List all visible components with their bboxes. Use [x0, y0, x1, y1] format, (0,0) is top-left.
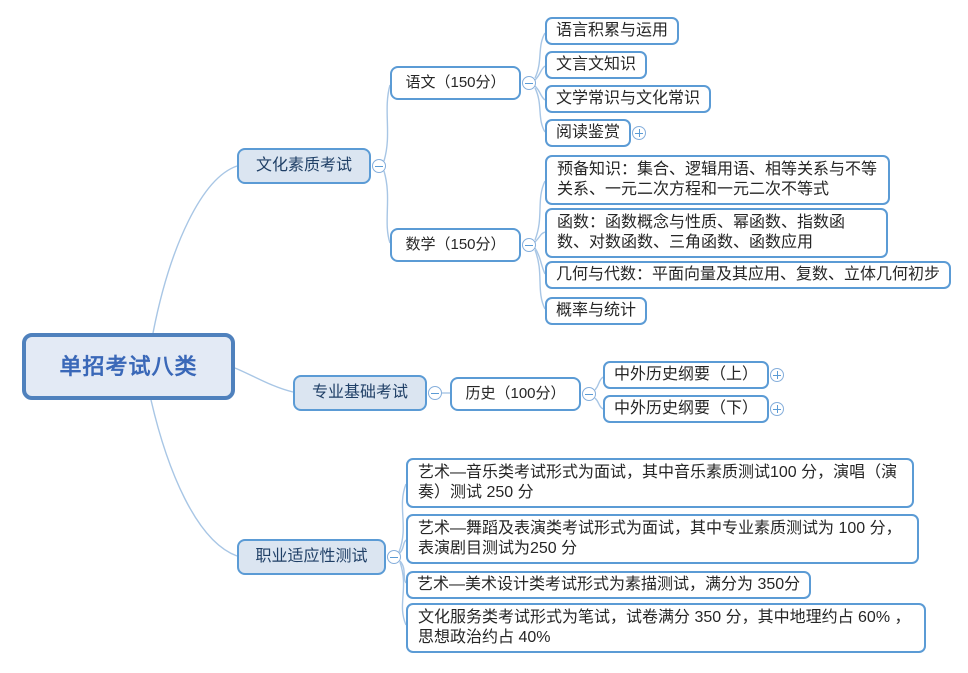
leaf-art-music[interactable]: 艺术—音乐类考试形式为面试，其中音乐素质测试100 分，演唱（演奏）测试 250…	[406, 458, 914, 508]
connector	[534, 32, 546, 79]
leaf-label: 预备知识：集合、逻辑用语、相等关系与不等关系、一元二次方程和一元二次不等式	[557, 161, 878, 198]
connector	[383, 84, 391, 162]
expand-icon[interactable]	[770, 368, 785, 382]
leaf-art-dance-performance[interactable]: 艺术—舞蹈及表演类考试形式为面试，其中专业素质测试为 100 分，表演剧目测试为…	[406, 514, 919, 564]
connector	[398, 539, 407, 555]
collapse-icon[interactable]	[522, 238, 536, 252]
topic-chinese-150[interactable]: 语文（150分）	[390, 66, 536, 100]
connector	[534, 85, 546, 101]
topic-label: 数学（150分）	[405, 235, 506, 253]
leaf-language-accumulation[interactable]: 语言积累与运用	[545, 17, 680, 45]
connector	[150, 399, 238, 557]
branch-label: 文化素质考试	[255, 157, 352, 174]
leaf-label: 语言积累与运用	[556, 22, 669, 39]
leaf-probability-statistics[interactable]: 概率与统计	[545, 297, 648, 325]
topic-label: 语文（150分）	[405, 73, 506, 91]
expand-icon[interactable]	[770, 402, 785, 416]
branch-label: 职业适应性测试	[255, 548, 368, 565]
connector	[534, 247, 546, 275]
leaf-label: 中外历史纲要（下）	[614, 400, 759, 417]
collapse-icon[interactable]	[522, 76, 536, 90]
connector	[399, 561, 407, 626]
topic-label: 历史（100分）	[465, 384, 566, 402]
leaf-literary-knowledge[interactable]: 文学常识与文化常识	[545, 85, 712, 113]
connector	[398, 483, 407, 553]
root-topic[interactable]: 单招考试八类	[22, 333, 235, 400]
expand-icon[interactable]	[632, 126, 647, 140]
leaf-art-design[interactable]: 艺术—美术设计类考试形式为素描测试，满分为 350分	[406, 571, 812, 599]
topic-history-100[interactable]: 历史（100分）	[450, 377, 596, 411]
connector	[152, 165, 238, 334]
leaf-label: 中外历史纲要（上）	[614, 366, 759, 383]
leaf-functions[interactable]: 函数：函数概念与性质、幂函数、指数函数、对数函数、三角函数、函数应用	[545, 208, 888, 258]
leaf-label: 文化服务类考试形式为笔试，试卷满分 350 分，其中地理约占 60% ，思想政治…	[418, 609, 911, 646]
leaf-label: 阅读鉴赏	[556, 124, 621, 141]
collapse-icon[interactable]	[582, 387, 596, 401]
connector	[534, 249, 546, 310]
topic-math-150[interactable]: 数学（150分）	[390, 228, 536, 262]
branch-label: 专业基础考试	[311, 384, 408, 401]
leaf-reading-appreciation[interactable]: 阅读鉴赏	[545, 119, 647, 147]
leaf-preparatory-knowledge[interactable]: 预备知识：集合、逻辑用语、相等关系与不等关系、一元二次方程和一元二次不等式	[545, 155, 890, 205]
leaf-label: 文学常识与文化常识	[556, 90, 701, 107]
collapse-icon[interactable]	[372, 159, 386, 173]
collapse-icon[interactable]	[428, 386, 442, 400]
connector	[399, 560, 407, 584]
leaf-label: 艺术—美术设计类考试形式为素描测试，满分为 350分	[417, 576, 801, 593]
branch-professional-basic-exam[interactable]: 专业基础考试	[293, 375, 442, 411]
leaf-label: 函数：函数概念与性质、幂函数、指数函数、对数函数、三角函数、函数应用	[557, 214, 846, 251]
root-topic-label: 单招考试八类	[59, 353, 198, 379]
leaf-label: 几何与代数：平面向量及其应用、复数、立体几何初步	[556, 266, 941, 283]
leaf-label: 概率与统计	[556, 302, 637, 319]
leaf-label: 艺术—舞蹈及表演类考试形式为面试，其中专业素质测试为 100 分，表演剧目测试为…	[418, 520, 902, 557]
branch-vocational-aptitude-test[interactable]: 职业适应性测试	[237, 539, 401, 575]
leaf-culture-service[interactable]: 文化服务类考试形式为笔试，试卷满分 350 分，其中地理约占 60% ，思想政治…	[406, 603, 926, 653]
leaf-classical-chinese[interactable]: 文言文知识	[545, 51, 648, 79]
leaf-history-outline-vol2[interactable]: 中外历史纲要（下）	[603, 395, 785, 423]
connector	[534, 65, 546, 81]
branch-culture-quality-exam[interactable]: 文化素质考试	[237, 148, 386, 184]
leaf-history-outline-vol1[interactable]: 中外历史纲要（上）	[603, 361, 785, 389]
collapse-icon[interactable]	[387, 550, 401, 564]
connector	[534, 231, 546, 243]
connector	[594, 376, 604, 391]
connector	[383, 170, 391, 244]
leaf-geometry-algebra[interactable]: 几何与代数：平面向量及其应用、复数、立体几何初步	[545, 261, 952, 289]
connector	[594, 397, 604, 410]
leaf-label: 文言文知识	[556, 56, 637, 73]
connector	[534, 180, 546, 241]
leaf-label: 艺术—音乐类考试形式为面试，其中音乐素质测试100 分，演唱（演奏）测试 250…	[418, 464, 898, 501]
connector	[234, 367, 294, 393]
connector	[534, 87, 546, 133]
